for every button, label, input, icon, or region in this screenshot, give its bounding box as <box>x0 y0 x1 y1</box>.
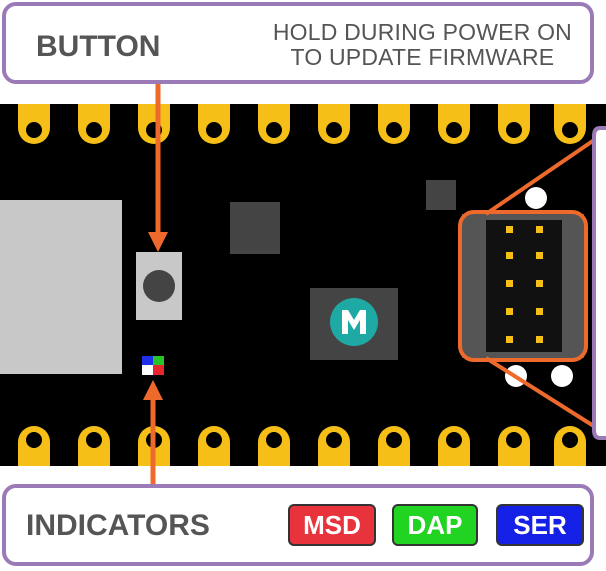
push-button <box>136 252 182 320</box>
button-callout-title: BUTTON <box>36 30 161 63</box>
debug-connector <box>458 187 588 387</box>
button-callout-description: HOLD DURING POWER ON TO UPDATE FIRMWARE <box>273 20 572 70</box>
indicator-arrow <box>143 380 163 486</box>
maxim-logo-icon <box>330 298 378 346</box>
indicators-callout-title: INDICATORS <box>26 509 210 542</box>
usb-connector <box>0 200 122 374</box>
bottom-header-pads <box>18 426 586 466</box>
chip-small-left <box>230 202 280 254</box>
badge-ser: SER <box>496 504 584 546</box>
chip-small-right <box>426 180 456 210</box>
top-header-pads <box>18 104 586 144</box>
badge-dap: DAP <box>392 504 478 546</box>
badge-msd: MSD <box>288 504 376 546</box>
button-description-line2: TO UPDATE FIRMWARE <box>290 44 555 70</box>
indicators-callout: INDICATORS MSD DAP SER <box>2 484 594 566</box>
button-arrow <box>148 84 168 252</box>
button-callout: BUTTON HOLD DURING POWER ON TO UPDATE FI… <box>2 2 594 84</box>
zoom-callout <box>484 126 606 440</box>
button-description-line1: HOLD DURING POWER ON <box>272 19 572 45</box>
indicator-led <box>142 356 164 375</box>
